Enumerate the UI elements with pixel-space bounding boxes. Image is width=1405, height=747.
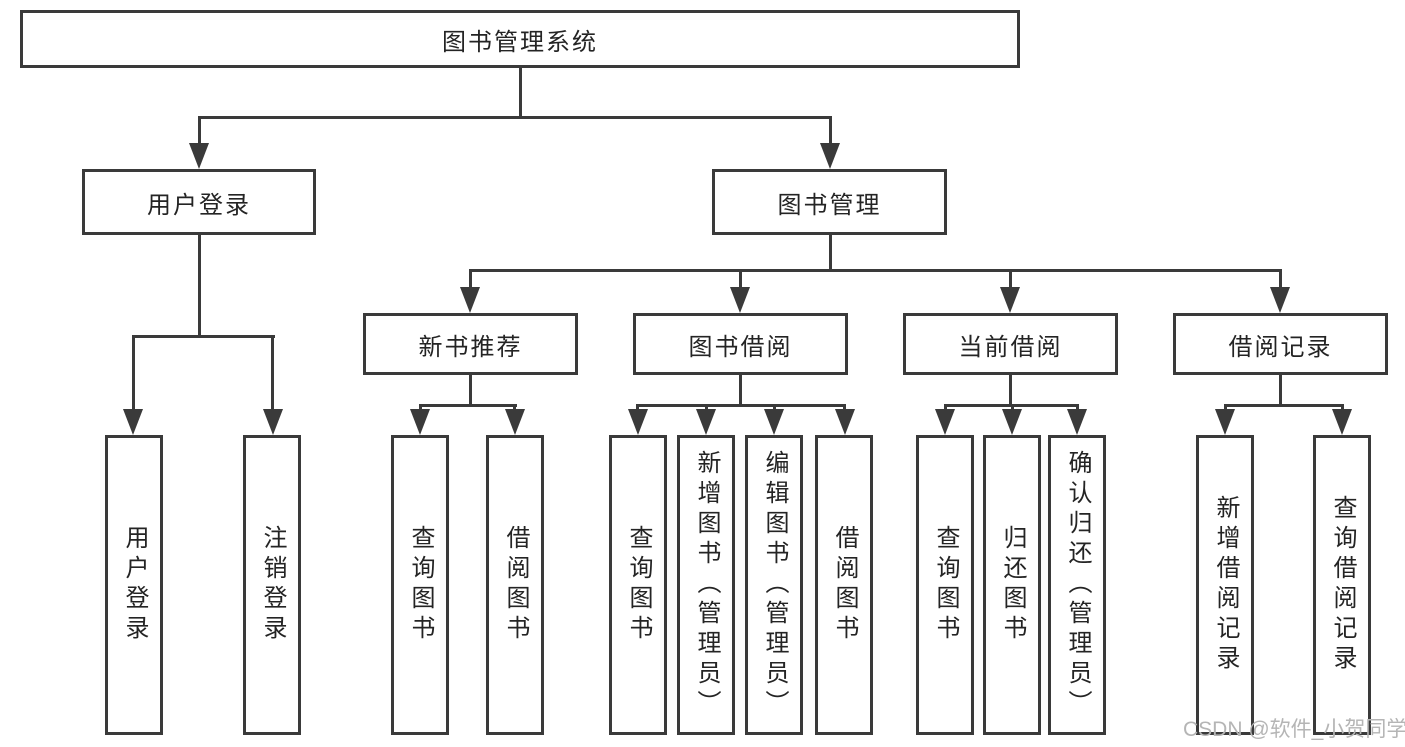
arrow-down-icon [627, 409, 648, 435]
connector-line [828, 235, 832, 272]
leaf-label: 查询图书 [407, 525, 434, 645]
leaf-label: 编辑图书（管理员） [761, 450, 788, 720]
connector-line [1223, 404, 1344, 407]
leaf-label: 查询借阅记录 [1329, 495, 1356, 675]
leaf-confirm-return-admin: 确认归还（管理员） [1048, 435, 1106, 735]
arrow-down-icon [820, 143, 840, 169]
watermark-text: CSDN @软件_小贺同学 [1183, 718, 1405, 741]
leaf-label: 注销登录 [259, 525, 286, 645]
leaf-edit-books-admin: 编辑图书（管理员） [745, 435, 803, 735]
connector-line [131, 335, 135, 413]
connector-line [738, 375, 742, 407]
leaf-label: 用户登录 [121, 525, 148, 645]
arrow-down-icon [1002, 409, 1022, 435]
leaf-label: 新增图书（管理员） [693, 450, 720, 720]
node-book-management-system: 图书管理系统 [20, 10, 1020, 68]
connector-line [468, 269, 472, 289]
leaf-query-books-current: 查询图书 [916, 435, 974, 735]
connector-line [418, 404, 517, 407]
node-new-book-recommendation: 新书推荐 [363, 313, 578, 375]
node-label: 图书管理系统 [442, 28, 598, 56]
connector-line [131, 335, 275, 338]
leaf-borrow-books: 借阅图书 [815, 435, 873, 735]
arrow-down-icon [1067, 409, 1087, 435]
arrow-down-icon [1215, 409, 1235, 435]
arrow-down-icon [696, 409, 716, 435]
node-book-management: 图书管理 [712, 169, 947, 235]
arrow-down-icon [1332, 409, 1352, 435]
node-label: 新书推荐 [418, 333, 523, 361]
leaf-query-books-borrow: 查询图书 [609, 435, 667, 735]
leaf-query-books-recommend: 查询图书 [391, 435, 449, 735]
node-label: 当前借阅 [958, 333, 1063, 361]
connector-line [828, 116, 832, 146]
leaf-borrow-books-recommend: 借阅图书 [486, 435, 544, 735]
arrow-down-icon [764, 409, 784, 435]
arrow-down-icon [189, 143, 209, 169]
arrow-down-icon [504, 409, 525, 435]
connector-line [1008, 375, 1012, 407]
node-label: 图书管理 [777, 191, 882, 219]
connector-line [468, 375, 472, 407]
connector-line [271, 335, 274, 413]
leaf-query-borrow-record: 查询借阅记录 [1313, 435, 1371, 735]
node-borrowing-records: 借阅记录 [1173, 313, 1388, 375]
arrow-down-icon [1000, 287, 1020, 313]
node-label: 用户登录 [147, 191, 251, 219]
connector-line [1008, 269, 1012, 289]
leaf-label: 确认归还（管理员） [1064, 450, 1091, 720]
connector-line [738, 269, 742, 289]
leaf-add-books-admin: 新增图书（管理员） [677, 435, 735, 735]
node-label: 图书借阅 [688, 333, 793, 361]
arrow-down-icon [834, 409, 855, 435]
leaf-return-books: 归还图书 [983, 435, 1041, 735]
leaf-add-borrow-record: 新增借阅记录 [1196, 435, 1254, 735]
leaf-logout: 注销登录 [243, 435, 301, 735]
connector-line [468, 269, 1282, 272]
leaf-label: 借阅图书 [502, 525, 529, 645]
connector-line [197, 116, 201, 146]
node-label: 借阅记录 [1228, 333, 1333, 361]
arrow-down-icon [460, 287, 480, 313]
connector-line [518, 66, 522, 118]
connector-line [636, 404, 846, 407]
arrow-down-icon [730, 287, 750, 313]
connector-line [197, 235, 201, 338]
arrow-down-icon [262, 409, 283, 435]
arrow-down-icon [410, 409, 430, 435]
arrow-down-icon [123, 409, 143, 435]
leaf-label: 查询图书 [625, 525, 652, 645]
leaf-label: 新增借阅记录 [1212, 495, 1239, 675]
node-current-borrowing: 当前借阅 [903, 313, 1118, 375]
connector-line [197, 116, 832, 119]
arrow-down-icon [935, 409, 955, 435]
leaf-label: 借阅图书 [831, 525, 858, 645]
arrow-down-icon [1270, 287, 1290, 313]
node-user-login: 用户登录 [82, 169, 316, 235]
node-book-borrowing: 图书借阅 [633, 313, 848, 375]
leaf-label: 查询图书 [932, 525, 959, 645]
leaf-user-login: 用户登录 [105, 435, 163, 735]
leaf-label: 归还图书 [999, 525, 1026, 645]
connector-line [1278, 269, 1282, 289]
connector-line [1278, 375, 1282, 407]
